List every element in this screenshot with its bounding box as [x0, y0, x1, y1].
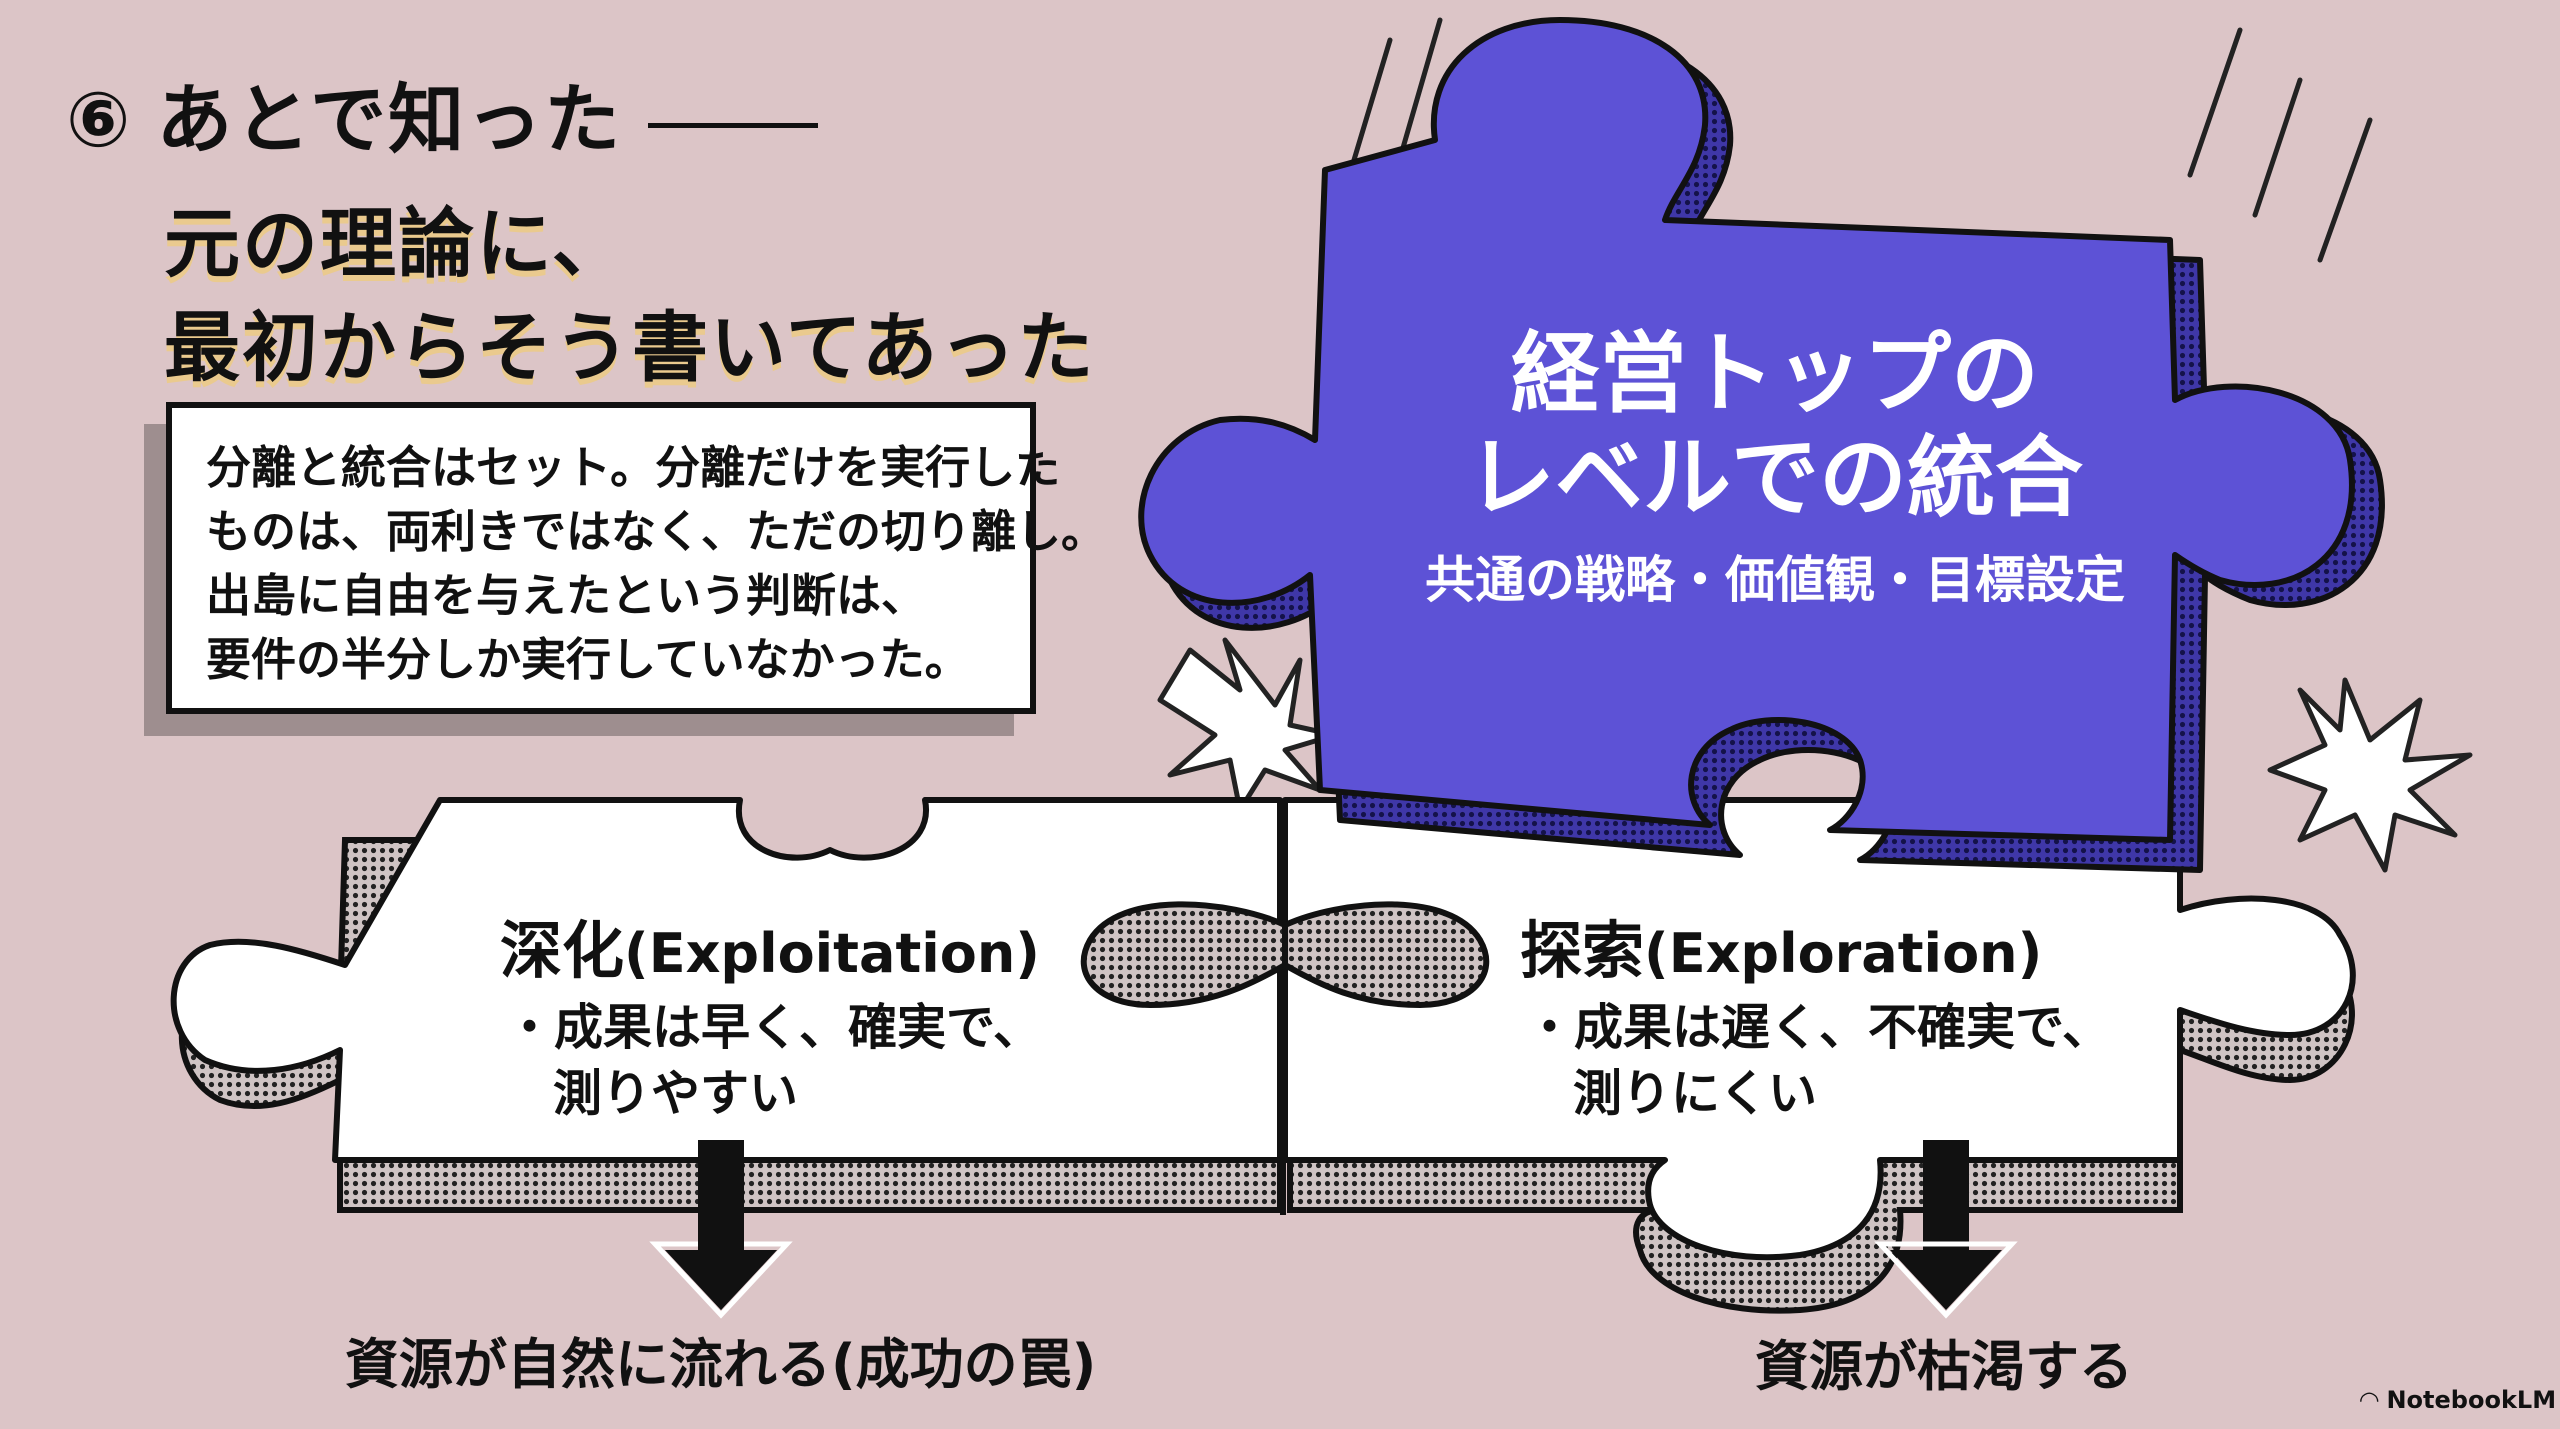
note-line: 要件の半分しか実行していなかった。: [206, 633, 970, 686]
right-piece-bullet: ・成果は遅く、不確実で、 測りにくい: [1525, 995, 2111, 1127]
top-piece-title: 経営トップの レベルでの統合: [1340, 322, 2210, 530]
heading-text-1: あとで知った: [156, 75, 623, 164]
arrow-down-left-icon: [649, 1140, 793, 1319]
top-piece-title-line-1: 経営トップの: [1510, 322, 2039, 425]
logo-text: NotebookLM: [2386, 1386, 2557, 1414]
heading-line-1: ⑥ あとで知った: [66, 58, 819, 168]
result-left: 資源が自然に流れる(成功の罠): [345, 1333, 1097, 1396]
right-piece-face: [1282, 797, 2356, 1261]
step-number: ⑥: [66, 75, 133, 164]
notebooklm-icon: ◠: [2360, 1386, 2379, 1414]
note-line: 出島に自由を与えたという判断は、: [206, 569, 927, 622]
note-box: 分離と統合はセット。分離だけを実行した ものは、両利きではなく、ただの切り離し。…: [166, 402, 1107, 714]
arrow-down-right-icon: [1874, 1140, 2018, 1319]
right-piece-title-en: (Exploration): [1644, 922, 2043, 985]
heading-line-2: 元の理論に、: [164, 199, 630, 288]
note-line: ものは、両利きではなく、ただの切り離し。: [206, 505, 1107, 558]
left-piece-title-en: (Exploitation): [624, 922, 1040, 985]
left-piece-title: 深化(Exploitation): [500, 900, 1040, 990]
left-piece-bullet-line-2: 測りやすい: [553, 1065, 799, 1122]
top-piece-subtitle: 共通の戦略・価値観・目標設定: [1425, 551, 2125, 609]
left-piece-face: [170, 797, 1283, 1163]
note-line: 分離と統合はセット。分離だけを実行した: [206, 441, 1061, 494]
heading-dash: [648, 122, 819, 128]
notebooklm-logo: ◠NotebookLM: [2360, 1386, 2556, 1414]
left-piece-bullet: ・成果は早く、確実で、 測りやすい: [505, 995, 1042, 1127]
right-piece-bullet-line-1: ・成果は遅く、不確実で、: [1525, 999, 2112, 1056]
left-piece-title-ja: 深化: [500, 914, 625, 987]
right-piece-title-ja: 探索: [1520, 914, 1645, 987]
result-right: 資源が枯渇する: [1755, 1335, 2133, 1398]
impact-burst-right: [2267, 677, 2473, 873]
heading-line-3: 最初からそう書いてあった: [164, 303, 1096, 392]
left-piece-bullet-line-1: ・成果は早く、確実で、: [505, 999, 1043, 1056]
right-piece-bullet-line-2: 測りにくい: [1573, 1065, 1818, 1122]
top-piece-face: [1138, 17, 2355, 843]
seam-holes: [1080, 901, 1490, 1009]
top-piece-title-line-2: レベルでの統合: [1466, 426, 2083, 529]
right-piece-title: 探索(Exploration): [1520, 900, 2042, 990]
impact-burst-left: [1157, 637, 1338, 813]
